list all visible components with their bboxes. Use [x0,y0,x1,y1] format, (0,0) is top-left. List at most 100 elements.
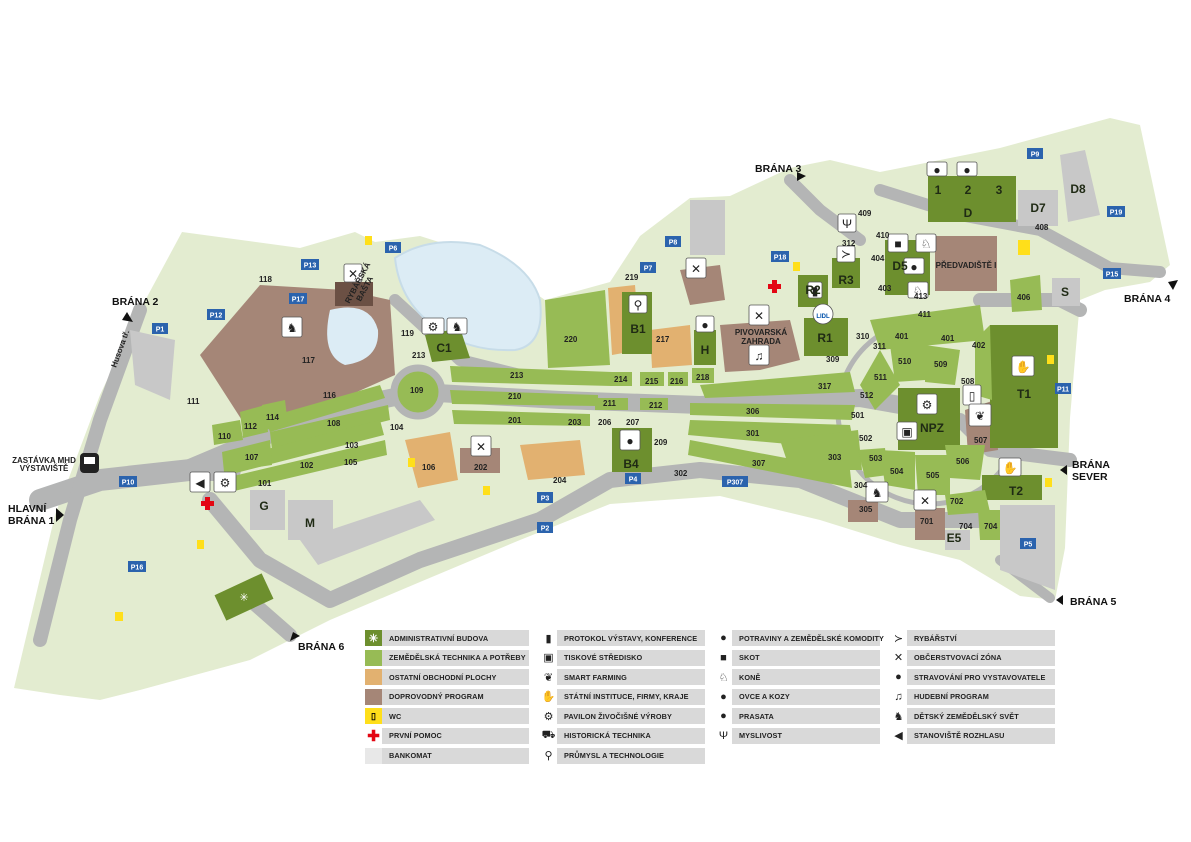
wc-icon: ▯ [969,389,976,403]
number-label: 301 [746,429,760,438]
cow-icon: ■ [715,649,732,666]
strip-114 [262,400,288,430]
legend-label: PROTOKOL VÝSTAVY, KONFERENCE [564,633,698,643]
building-west [130,330,175,400]
plate-icon: ● [890,669,907,686]
parking-badge [1027,148,1043,159]
apple-icon: ● [626,434,633,448]
parking-p8: P8 [669,240,678,247]
number-label: 307 [752,459,766,468]
parking-p9: P9 [1031,152,1040,159]
area-predvadiste [935,236,997,291]
strip-213 [450,366,612,386]
pavilion-t1 [990,325,1058,448]
legend: ✳ADMINISTRATIVNÍ BUDOVA ZEMĚDĚLSKÁ TECHN… [365,630,1060,770]
legend-item: ◀STANOVIŠTĚ ROZHLASU [890,727,1055,744]
legend-label: OSTATNÍ OBCHODNÍ PLOCHY [389,672,497,682]
building-b1: B1 [630,322,646,336]
number-label: 112 [244,422,257,431]
building-d8 [1060,150,1100,222]
number-label: 704 [959,522,973,531]
building-d8: D8 [1070,182,1086,196]
building-p8-area [690,200,725,255]
wc-marker [408,458,415,467]
number-label: 409 [858,209,872,218]
wc-marker [115,612,123,621]
number-label: 317 [818,382,832,391]
legend-item: ▯WC [365,708,529,725]
number-label: 503 [869,454,883,463]
parking-badge [289,293,307,304]
legend-swatch [365,747,382,764]
industry-icon: ⚲ [540,747,557,764]
strip-110 [212,420,243,445]
legend-swatch [365,669,382,686]
gate-sever-line2: SEVER [1072,471,1108,483]
parking-badge [1055,383,1071,394]
legend-label: PRVNÍ POMOC [389,731,442,741]
legend-item: ▣TISKOVÉ STŘEDISKO [540,649,705,666]
wc-icon: ▯ [365,708,382,725]
number-label: 217 [656,335,670,344]
parking-p4: P4 [629,477,638,484]
number-label: 110 [218,432,231,441]
legend-item: ●POTRAVINY A ZEMĚDĚLSKÉ KOMODITY [715,630,884,646]
number-label: 102 [300,461,314,470]
legend-col-1: ✳ADMINISTRATIVNÍ BUDOVA ZEMĚDĚLSKÁ TECHN… [365,630,529,767]
number-label: 501 [851,411,865,420]
pig-icon: ● [715,708,732,725]
number-label: 118 [259,275,272,284]
number-label: 116 [323,391,336,400]
strip-210 [450,390,598,406]
parking-badge [640,262,656,273]
parking-badge [722,476,748,487]
building-d5: D5 [892,259,908,273]
parking-p16: P16 [131,565,144,572]
number-label: 119 [401,329,414,338]
building-r3: R3 [838,273,854,287]
number-label: 404 [871,254,885,263]
rybarska-basta [335,282,373,306]
parking-badge [771,251,789,262]
building-h: H [701,343,710,357]
number-label: 214 [614,375,628,384]
building-e5 [945,530,970,550]
parking-p7: P7 [644,266,653,273]
legend-swatch [365,688,382,705]
strip-102 [225,440,387,492]
area-220 [545,290,610,368]
strip-108 [270,405,390,450]
legend-item: ✕OBČERSTVOVACÍ ZÓNA [890,649,1055,666]
legend-label: TISKOVÉ STŘEDISKO [564,653,643,663]
parking-badge [119,476,137,487]
number-label: 511 [874,373,887,382]
legend-label: HISTORICKÁ TECHNIKA [564,731,651,741]
strip-201 [452,410,590,426]
area-106 [405,432,458,488]
building-s [1052,278,1080,306]
pavilion-r1 [804,318,848,356]
gate-4: BRÁNA 4 [1124,292,1170,305]
number-label: 220 [564,335,578,344]
legend-label: DĚTSKÝ ZEMĚDĚLSKÝ SVĚT [914,711,1019,721]
area-117-inner-lake [327,307,379,365]
horse-icon: ♘ [913,284,924,298]
area-503 [858,448,888,478]
sheep-icon: ● [910,260,917,274]
number-label: 309 [826,355,840,364]
legend-label: PRŮMYSL A TECHNOLOGIE [564,751,664,761]
number-label: 103 [345,441,359,450]
building-d7 [1018,190,1058,226]
parking-badge [207,309,225,320]
parking-badge [385,242,401,253]
building-r1: R1 [817,331,833,345]
gate-markers [56,172,1178,641]
parking-badge [128,561,146,572]
legend-label: MYSLIVOST [739,731,783,741]
mhd-label-1: ZASTÁVKA MHD [12,456,76,465]
gear-icon: ⚙ [922,398,933,412]
area-702 [945,490,990,515]
wc-marker [365,236,372,245]
legend-col-3: ●POTRAVINY A ZEMĚDĚLSKÉ KOMODITY ■SKOT ♘… [715,630,884,748]
